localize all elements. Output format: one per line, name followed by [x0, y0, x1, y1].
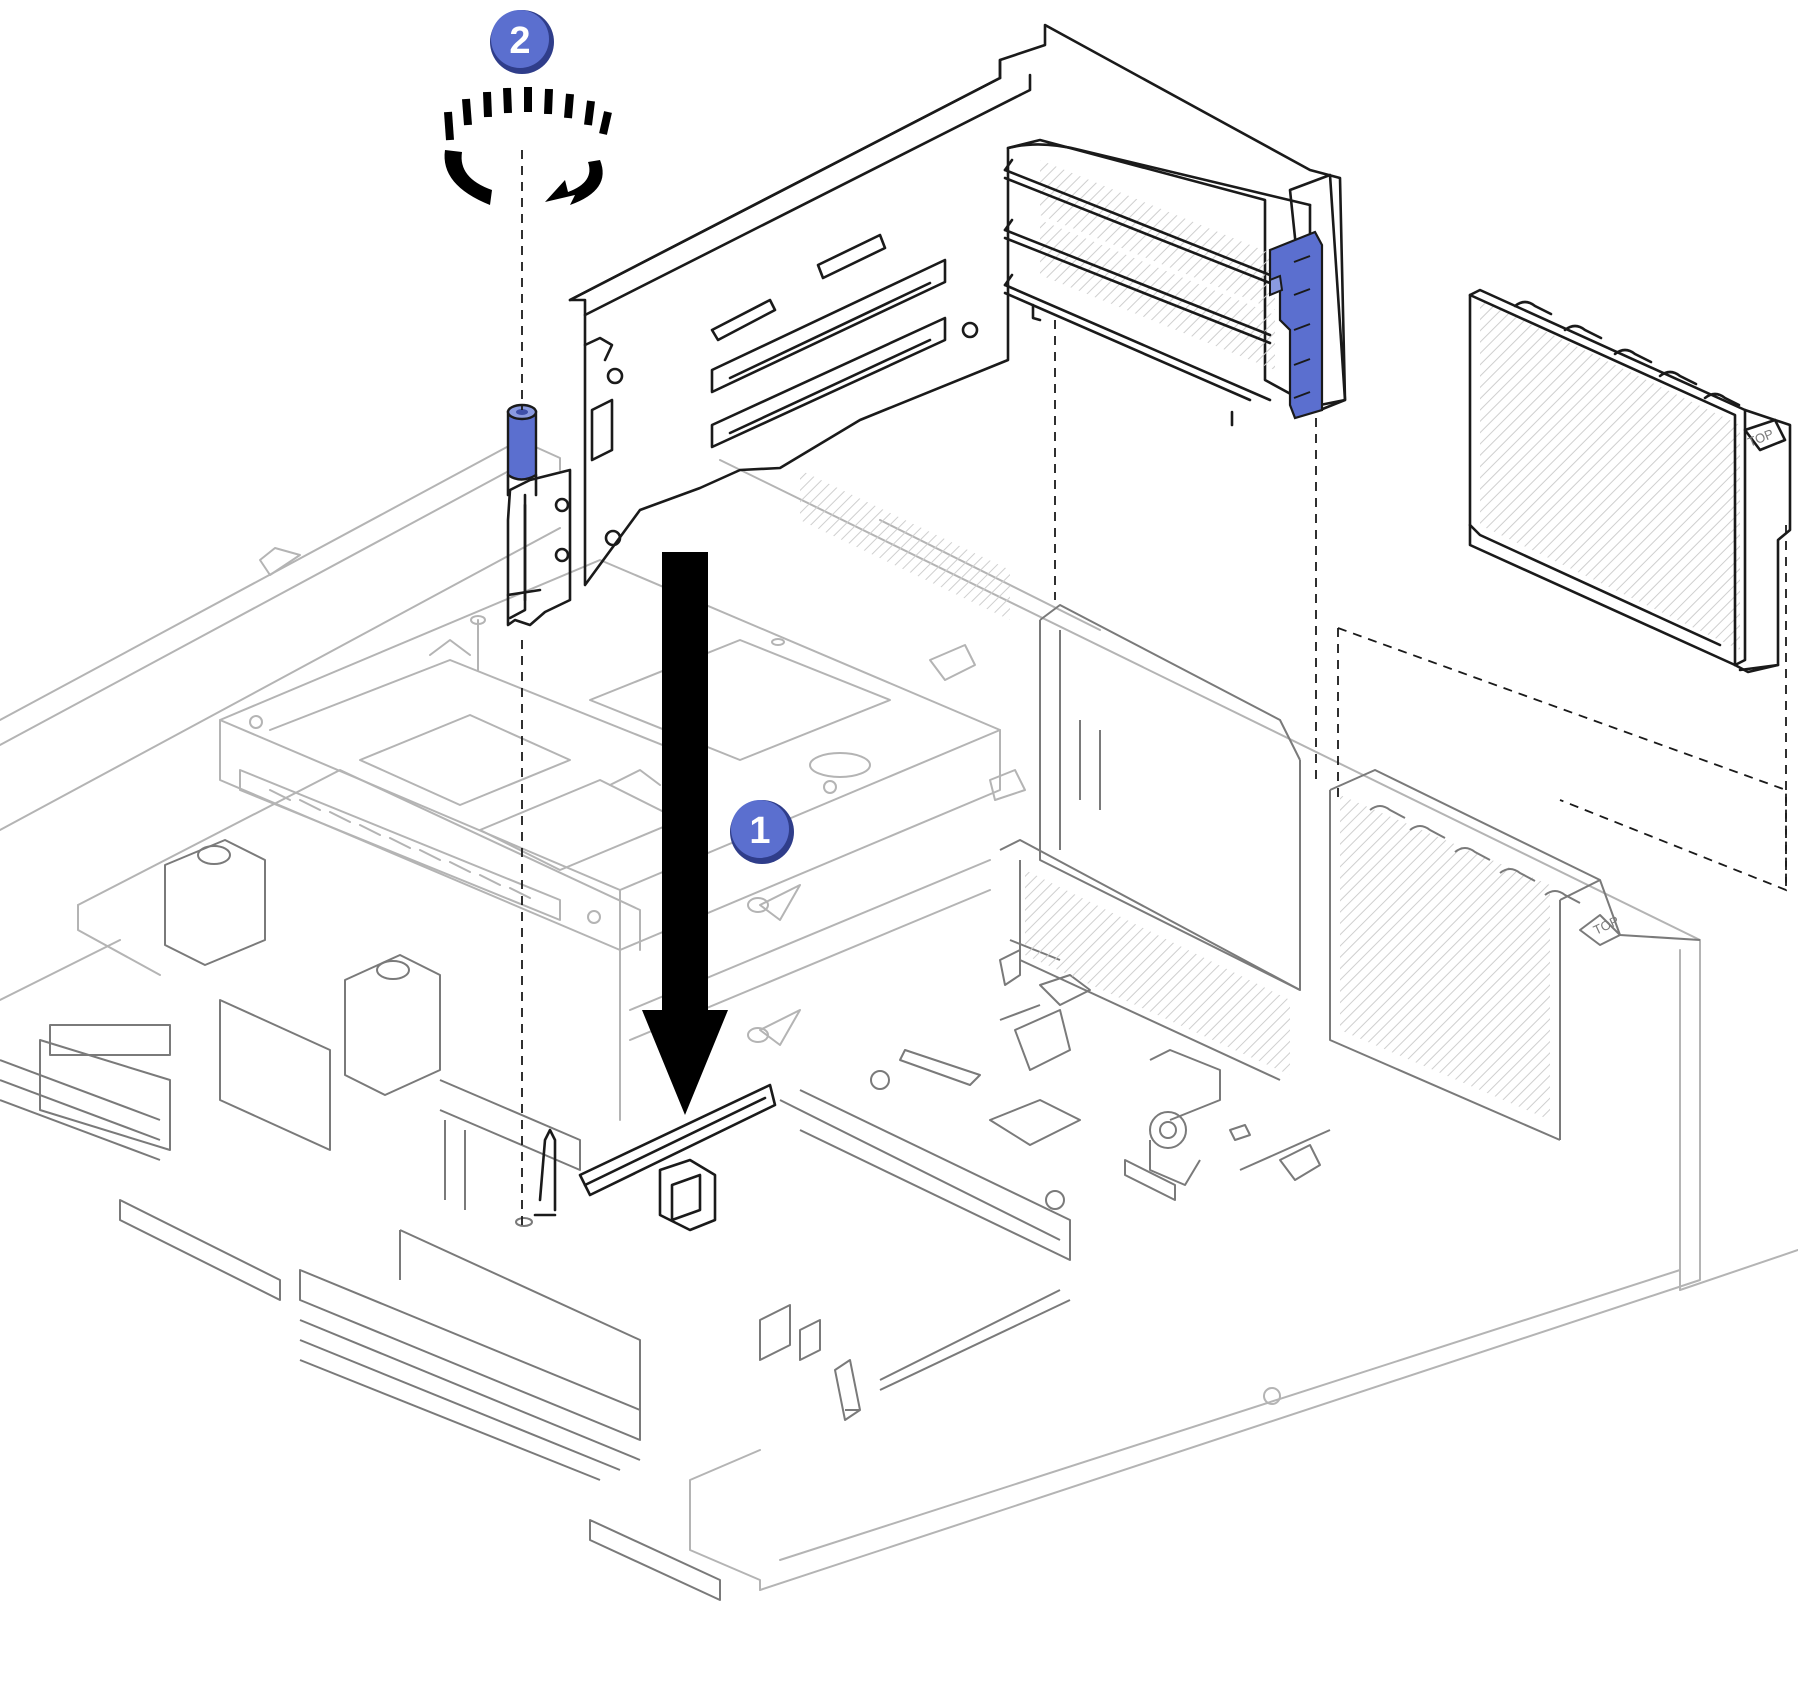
- callout-badge-1: 1: [730, 800, 794, 864]
- callout-badge-2: 2: [490, 10, 554, 74]
- filler-vent-slots: [1513, 300, 1741, 407]
- callout-1-label: 1: [749, 810, 770, 852]
- alignment-guides: [521, 150, 1317, 1225]
- down-arrow-icon: [642, 552, 728, 1115]
- air-baffle-cage: [219, 559, 1026, 1121]
- riser-connector: [515, 1083, 777, 1232]
- power-distribution-board: [164, 839, 581, 1210]
- callout-2-label: 2: [509, 20, 530, 62]
- rear-riser-bay: [800, 470, 1301, 1081]
- filler-top-mark: TOP: [1591, 913, 1621, 938]
- dimm-slots-center: [119, 1199, 721, 1601]
- filler-vent-slots-lower: [1369, 805, 1581, 904]
- riser-thumbscrew: [506, 403, 538, 497]
- rotate-clockwise-icon: [444, 87, 612, 205]
- filler-placement-guide: [1337, 525, 1787, 892]
- board-components: [759, 939, 1331, 1421]
- server-chassis: [0, 439, 1798, 1591]
- retention-latch: [1268, 230, 1324, 420]
- riser-filler: TOP: [1468, 288, 1792, 674]
- system-board: [0, 769, 1331, 1601]
- riser-cage: [506, 23, 1347, 627]
- installed-riser-filler: TOP: [1329, 769, 1701, 1141]
- dimm-slots-left: [0, 1024, 171, 1161]
- pcie-slots: [710, 233, 947, 449]
